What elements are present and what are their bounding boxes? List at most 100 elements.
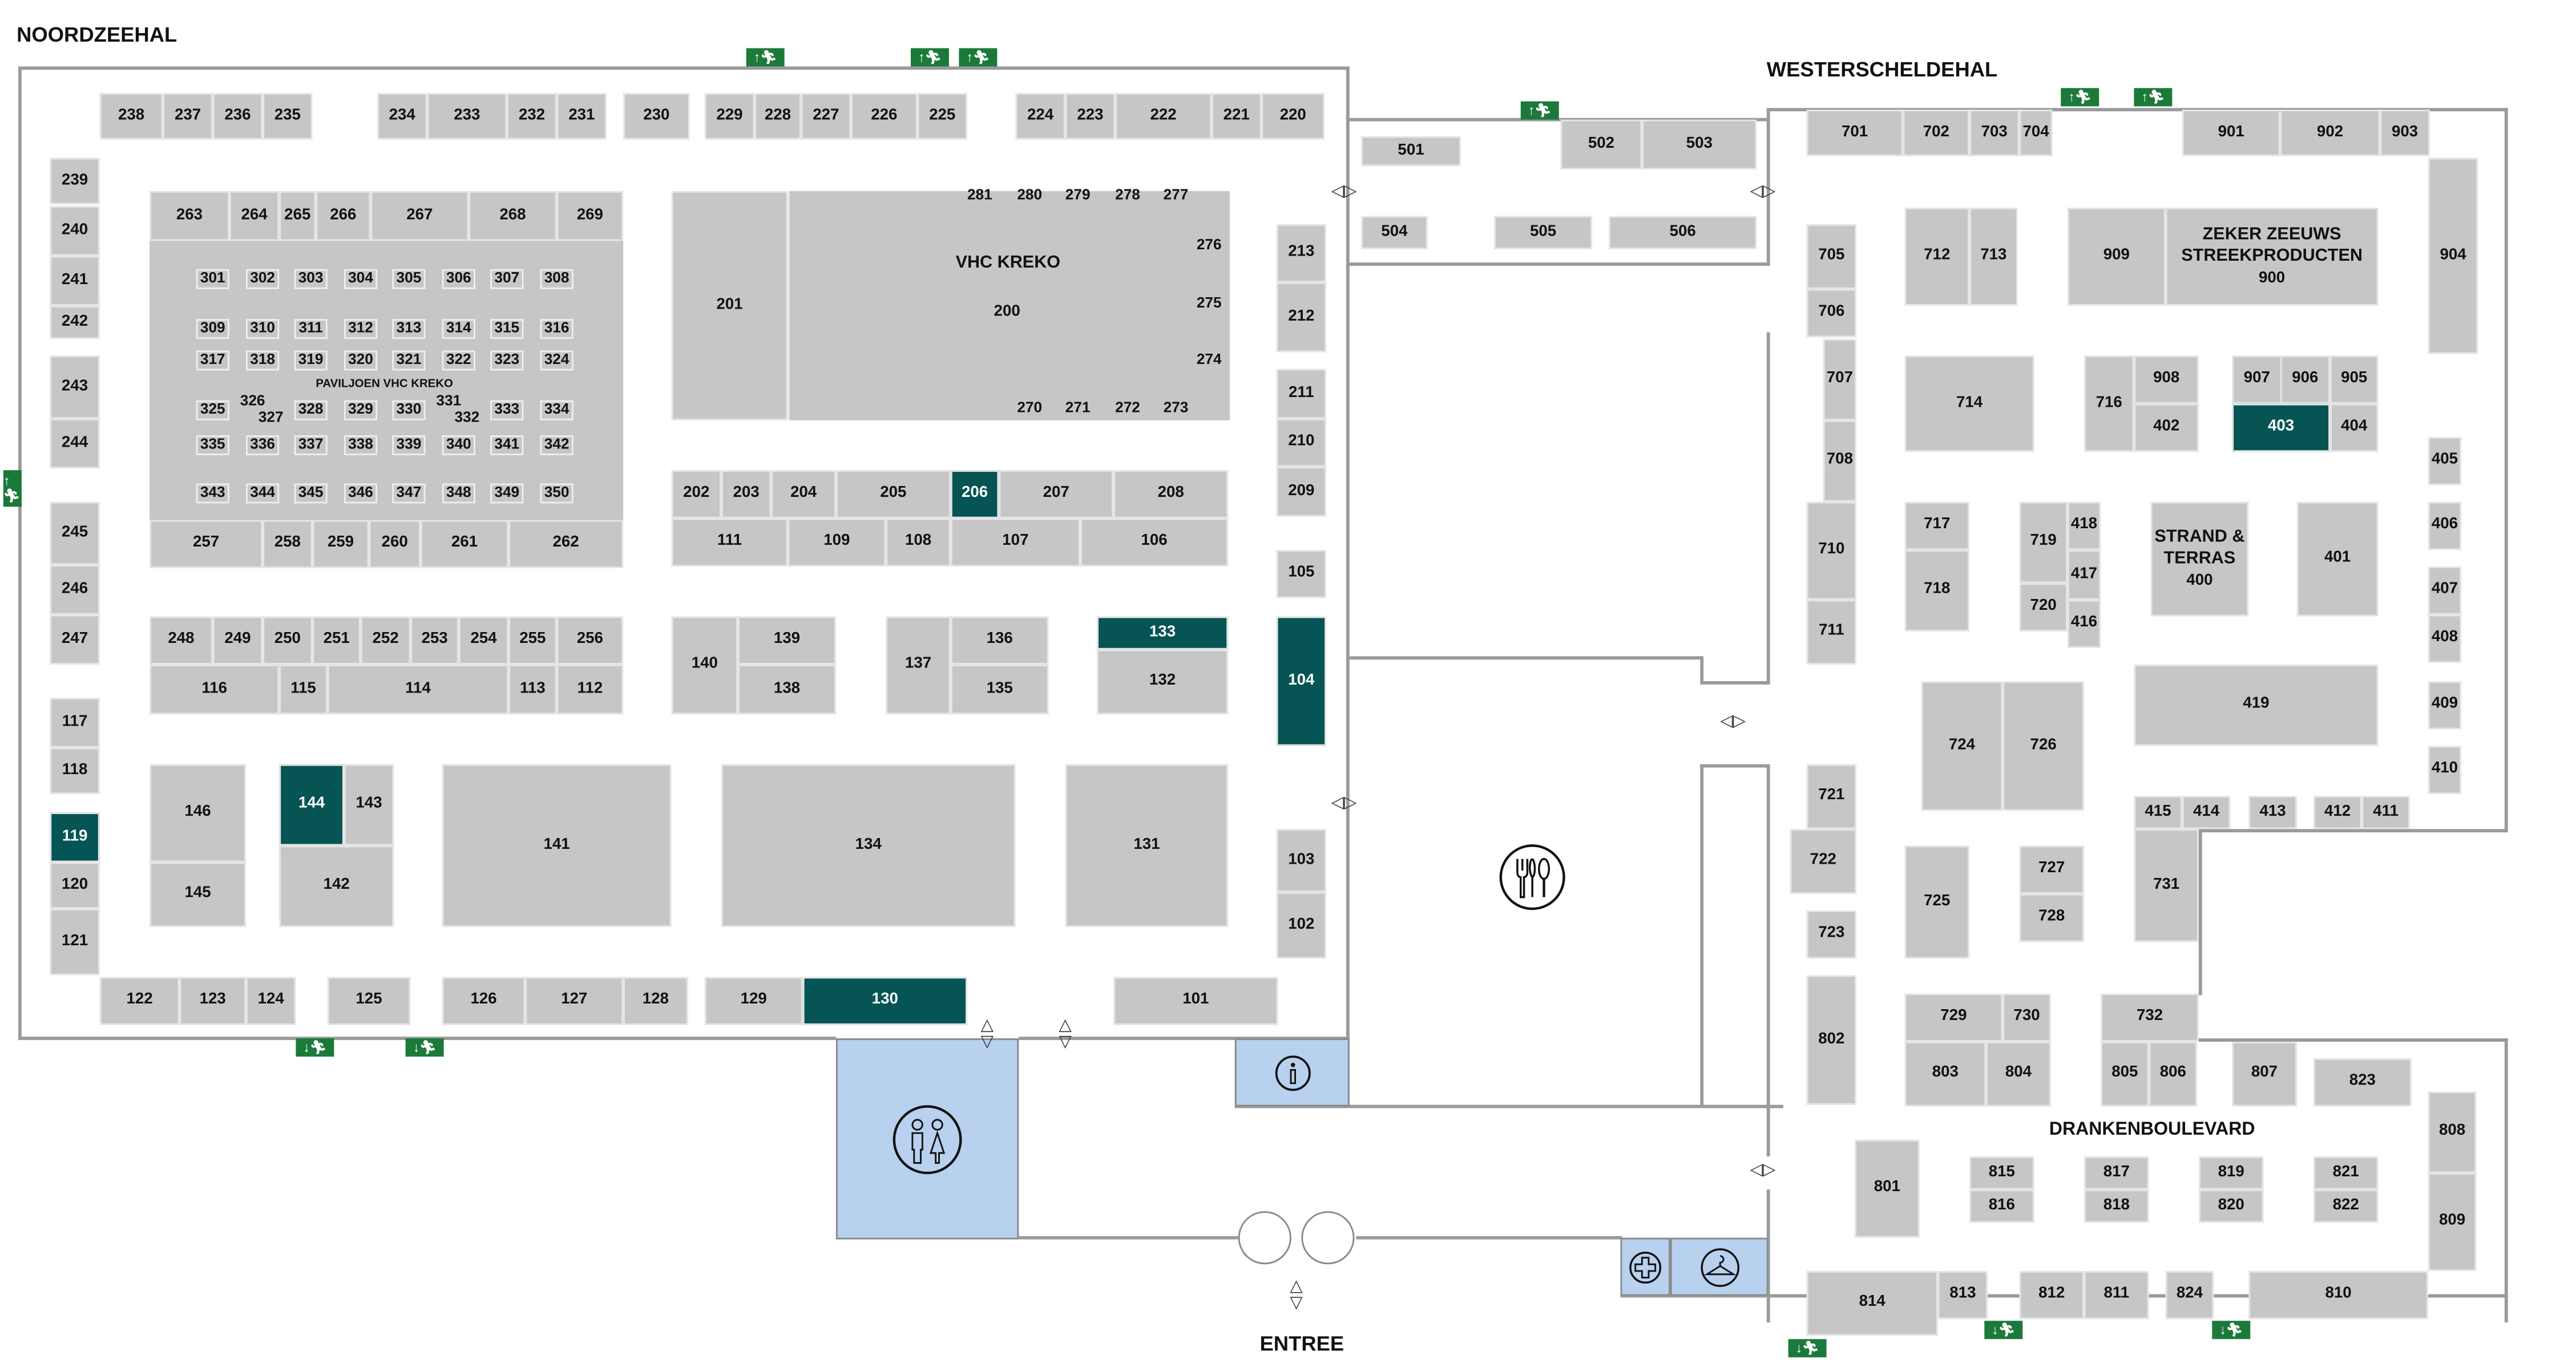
booth-312[interactable]: 312 xyxy=(344,319,378,339)
booth-119[interactable]: 119 xyxy=(50,812,100,863)
booth-345[interactable]: 345 xyxy=(294,483,328,504)
booth-707[interactable]: 707 xyxy=(1823,339,1857,420)
booth-139[interactable]: 139 xyxy=(738,616,836,665)
booth-307[interactable]: 307 xyxy=(490,269,524,289)
booth-905[interactable]: 905 xyxy=(2330,355,2379,404)
booth-305[interactable]: 305 xyxy=(392,269,426,289)
booth-731[interactable]: 731 xyxy=(2134,829,2199,942)
booth-506[interactable]: 506 xyxy=(1609,216,1757,249)
booth-223[interactable]: 223 xyxy=(1065,93,1116,140)
booth-502[interactable]: 502 xyxy=(1560,119,1642,170)
booth-138[interactable]: 138 xyxy=(738,664,836,715)
booth-725[interactable]: 725 xyxy=(1904,845,1970,959)
booth-124[interactable]: 124 xyxy=(246,977,296,1025)
booth-309[interactable]: 309 xyxy=(196,319,229,339)
booth-244[interactable]: 244 xyxy=(50,418,100,469)
booth-105[interactable]: 105 xyxy=(1276,549,1327,598)
booth-204[interactable]: 204 xyxy=(771,470,836,519)
booth-278[interactable]: 278 xyxy=(1115,186,1140,203)
booth-126[interactable]: 126 xyxy=(442,977,526,1025)
booth-732[interactable]: 732 xyxy=(2101,993,2199,1042)
booth-228[interactable]: 228 xyxy=(754,93,801,140)
booth-220[interactable]: 220 xyxy=(1261,93,1325,140)
booth-811[interactable]: 811 xyxy=(2084,1270,2149,1320)
booth-821[interactable]: 821 xyxy=(2313,1156,2379,1190)
booth-349[interactable]: 349 xyxy=(490,483,524,504)
booth-137[interactable]: 137 xyxy=(886,616,951,715)
booth-125[interactable]: 125 xyxy=(327,977,411,1025)
booth-822[interactable]: 822 xyxy=(2313,1189,2379,1223)
booth-308[interactable]: 308 xyxy=(540,269,574,289)
booth-255[interactable]: 255 xyxy=(508,616,557,665)
booth-814[interactable]: 814 xyxy=(1806,1270,1938,1336)
booth-416[interactable]: 416 xyxy=(2067,600,2101,648)
booth-720[interactable]: 720 xyxy=(2019,583,2068,632)
booth-708[interactable]: 708 xyxy=(1823,420,1857,502)
booth-727[interactable]: 727 xyxy=(2019,845,2085,894)
booth-269[interactable]: 269 xyxy=(556,191,624,241)
booth-132[interactable]: 132 xyxy=(1097,649,1229,715)
booth-719[interactable]: 719 xyxy=(2019,501,2068,584)
booth-331[interactable]: 331 xyxy=(436,392,462,410)
booth-413[interactable]: 413 xyxy=(2248,795,2297,829)
booth-107[interactable]: 107 xyxy=(950,518,1080,567)
booth-801[interactable]: 801 xyxy=(1855,1139,1920,1238)
booth-233[interactable]: 233 xyxy=(427,93,507,140)
booth-279[interactable]: 279 xyxy=(1065,186,1091,203)
booth-304[interactable]: 304 xyxy=(344,269,378,289)
booth-207[interactable]: 207 xyxy=(999,470,1114,519)
first-aid[interactable] xyxy=(1620,1237,1670,1296)
booth-229[interactable]: 229 xyxy=(704,93,755,140)
booth-418[interactable]: 418 xyxy=(2067,501,2101,550)
booth-259[interactable]: 259 xyxy=(312,520,369,569)
booth-400-strand-terras[interactable]: STRAND & TERRAS 400 xyxy=(2150,501,2249,617)
booth-311[interactable]: 311 xyxy=(294,319,328,339)
booth-908[interactable]: 908 xyxy=(2134,355,2199,404)
booth-115[interactable]: 115 xyxy=(279,664,328,715)
booth-504[interactable]: 504 xyxy=(1361,216,1428,249)
booth-222[interactable]: 222 xyxy=(1115,93,1212,140)
booth-103[interactable]: 103 xyxy=(1276,829,1327,892)
booth-242[interactable]: 242 xyxy=(50,305,100,339)
booth-805[interactable]: 805 xyxy=(2101,1042,2149,1107)
booth-820[interactable]: 820 xyxy=(2198,1189,2264,1223)
booth-409[interactable]: 409 xyxy=(2428,681,2462,730)
booth-728[interactable]: 728 xyxy=(2019,893,2085,942)
booth-323[interactable]: 323 xyxy=(490,350,524,371)
booth-260[interactable]: 260 xyxy=(369,520,421,569)
booth-122[interactable]: 122 xyxy=(99,977,180,1025)
booth-211[interactable]: 211 xyxy=(1276,369,1327,419)
booth-339[interactable]: 339 xyxy=(392,435,426,455)
booth-819[interactable]: 819 xyxy=(2198,1156,2264,1190)
restaurant[interactable] xyxy=(1497,843,1567,921)
booth-412[interactable]: 412 xyxy=(2313,795,2362,829)
booth-906[interactable]: 906 xyxy=(2280,355,2331,404)
booth-824[interactable]: 824 xyxy=(2165,1270,2214,1320)
booth-102[interactable]: 102 xyxy=(1276,892,1327,959)
booth-816[interactable]: 816 xyxy=(1969,1189,2034,1223)
booth-319[interactable]: 319 xyxy=(294,350,328,371)
booth-401[interactable]: 401 xyxy=(2296,501,2379,617)
booth-809[interactable]: 809 xyxy=(2428,1173,2477,1271)
booth-131[interactable]: 131 xyxy=(1065,764,1229,928)
booth-268[interactable]: 268 xyxy=(469,191,557,241)
booth-254[interactable]: 254 xyxy=(458,616,509,665)
booth-281[interactable]: 281 xyxy=(967,186,992,203)
booth-206[interactable]: 206 xyxy=(950,470,999,519)
booth-133[interactable]: 133 xyxy=(1097,616,1229,650)
booth-266[interactable]: 266 xyxy=(316,191,371,241)
booth-114[interactable]: 114 xyxy=(327,664,509,715)
booth-236[interactable]: 236 xyxy=(212,93,263,140)
booth-274[interactable]: 274 xyxy=(1196,350,1222,367)
booth-823[interactable]: 823 xyxy=(2313,1058,2412,1107)
booth-350[interactable]: 350 xyxy=(540,483,574,504)
booth-332[interactable]: 332 xyxy=(454,409,480,426)
booth-224[interactable]: 224 xyxy=(1015,93,1065,140)
booth-256[interactable]: 256 xyxy=(556,616,624,665)
booth-347[interactable]: 347 xyxy=(392,483,426,504)
booth-411[interactable]: 411 xyxy=(2361,795,2410,829)
booth-112[interactable]: 112 xyxy=(556,664,624,715)
booth-802[interactable]: 802 xyxy=(1806,975,1857,1105)
booth-817[interactable]: 817 xyxy=(2084,1156,2149,1190)
booth-251[interactable]: 251 xyxy=(312,616,361,665)
